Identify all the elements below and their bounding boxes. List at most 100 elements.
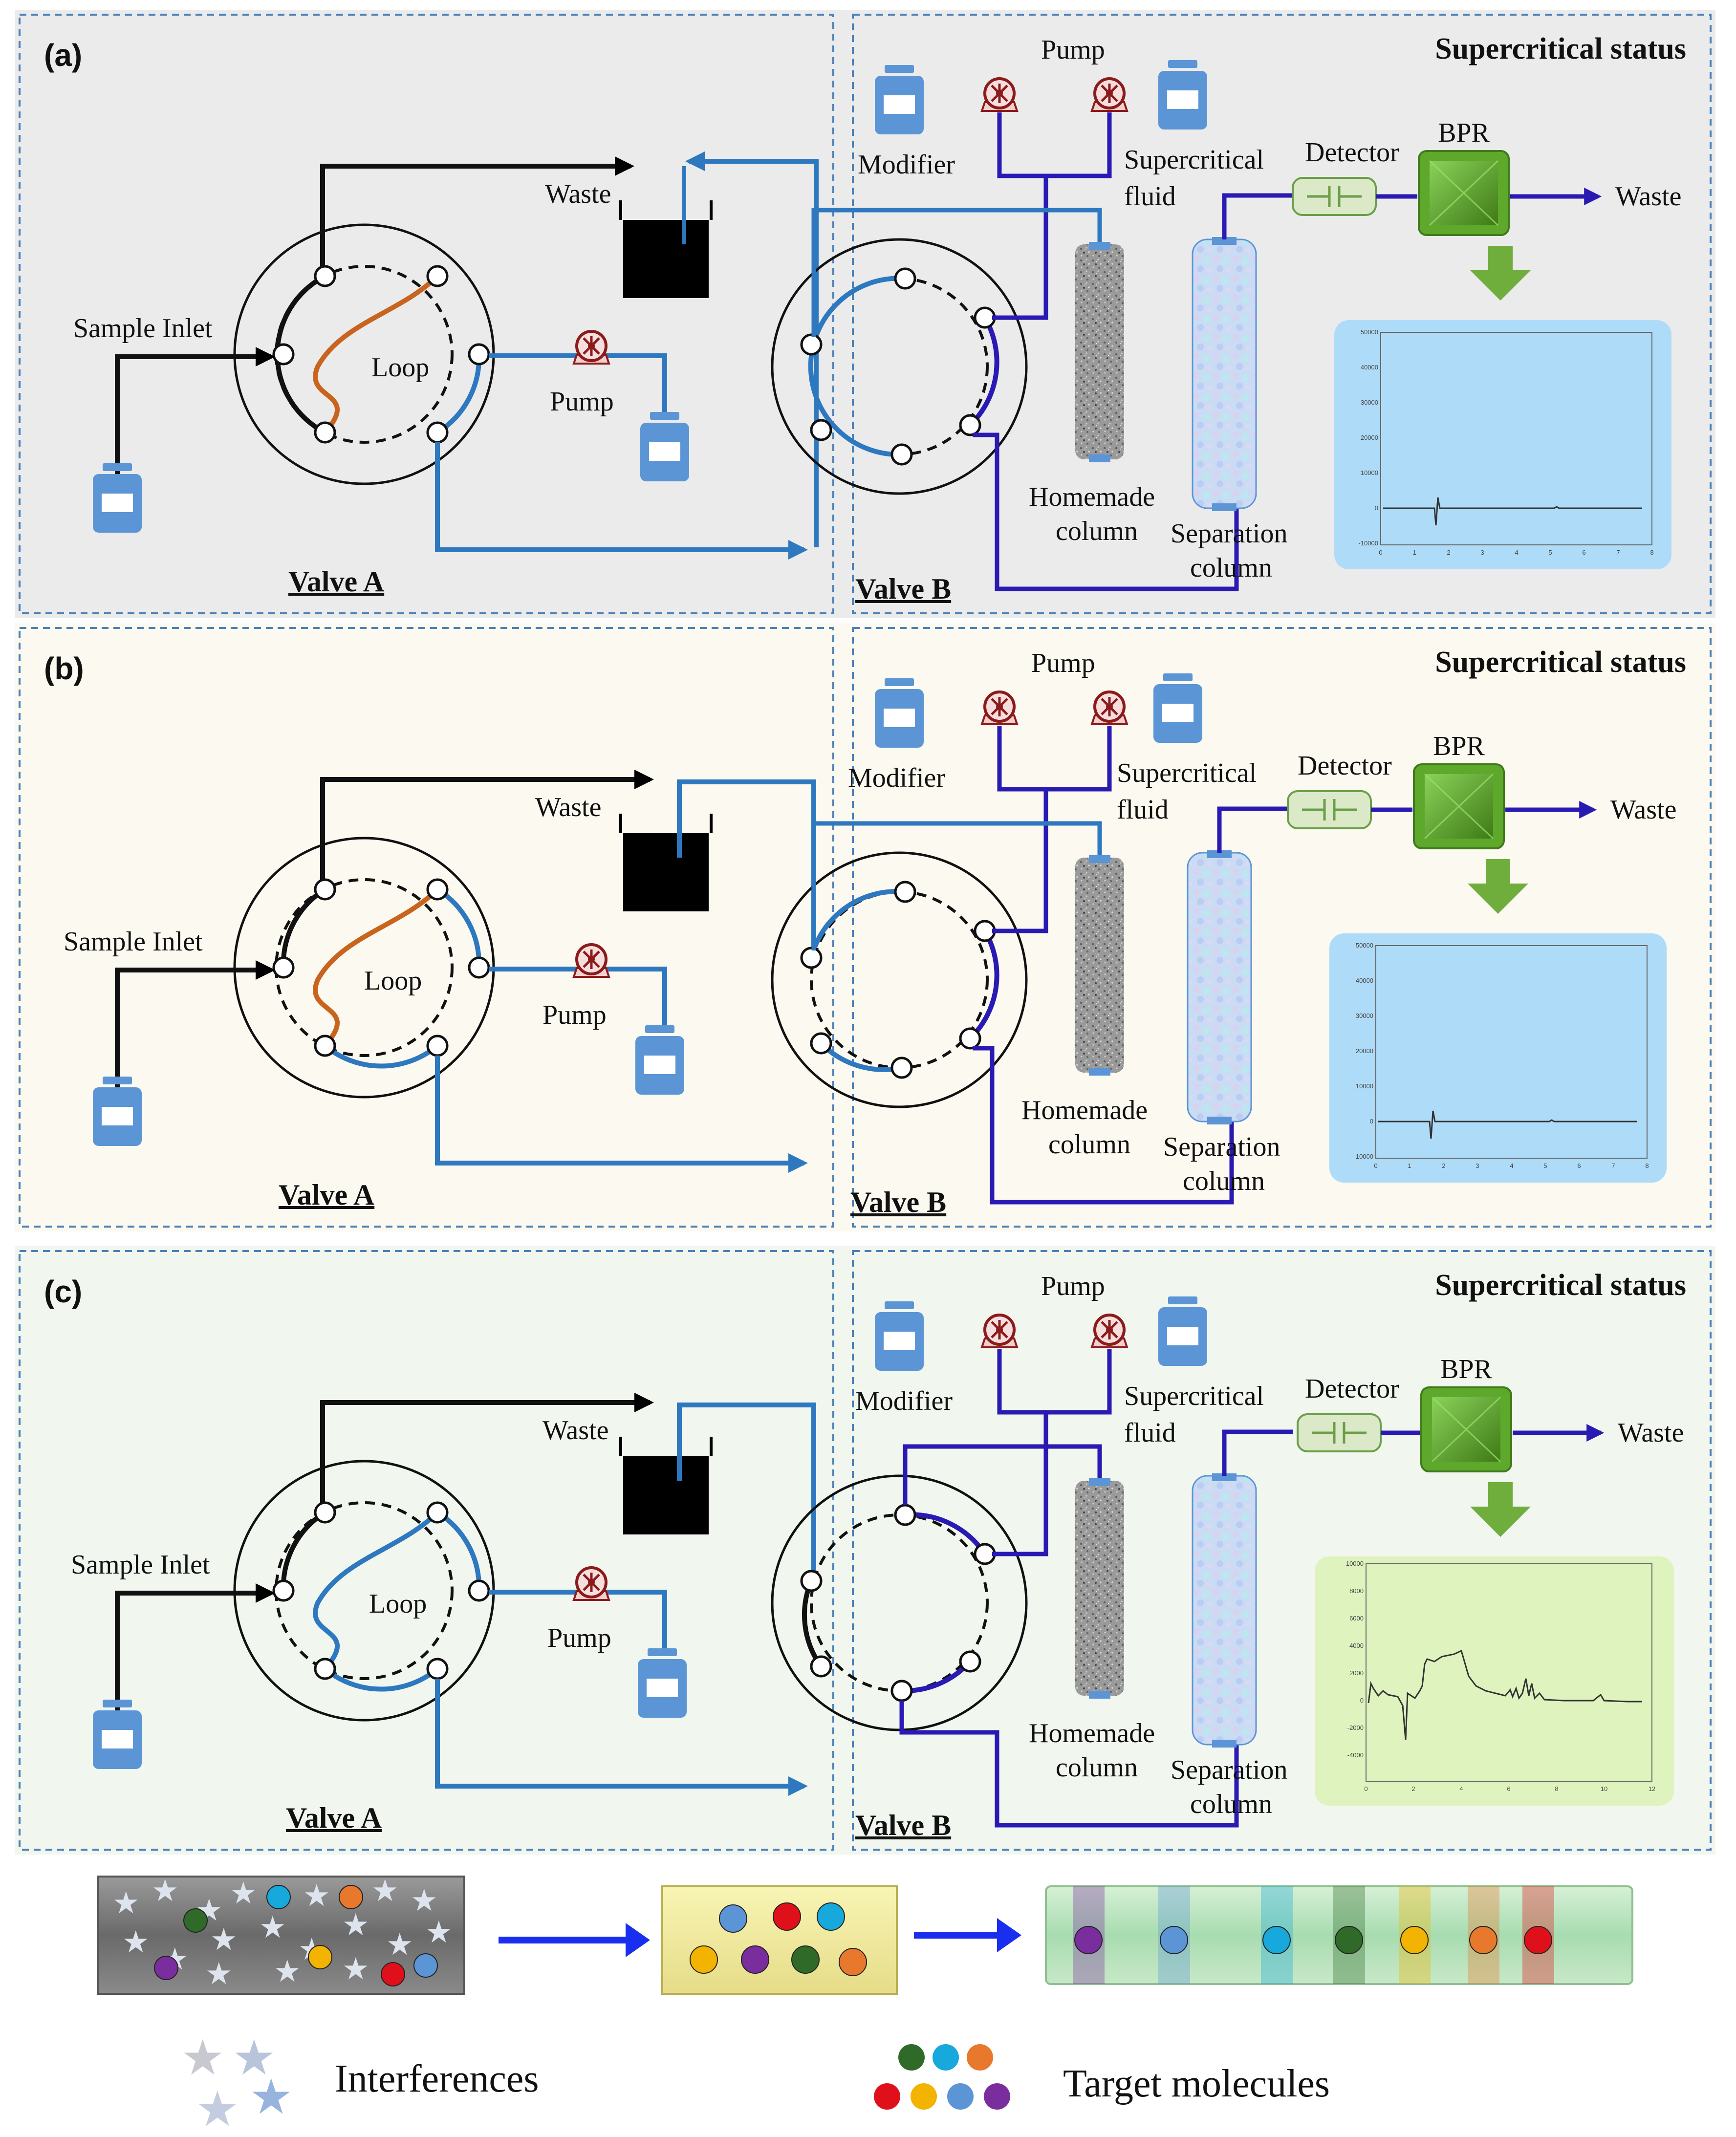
y-tick-label: 0 [1375,504,1378,512]
molecule-blue [413,1953,438,1978]
loop-label: Loop [369,1589,427,1619]
y-tick-label: 20000 [1361,434,1378,441]
sample-inlet-label: Sample Inlet [71,1550,210,1580]
bpr-label: BPR [1433,731,1485,761]
pump-b1-icon [982,79,1017,111]
pump-a-label: Pump [547,1623,611,1653]
pump-a-label: Pump [542,1000,607,1030]
x-tick-label: 0 [1379,549,1382,556]
status-label: Supercritical status [1435,1269,1686,1302]
svg-text:★: ★ [112,1886,140,1920]
pump-b-label: Pump [1031,648,1095,678]
y-tick-label: 50000 [1356,942,1373,949]
sc-fluid-label-1: Supercritical [1117,758,1257,788]
pump-a-icon [574,331,609,364]
legend-molecules-icon [874,2044,1010,2110]
detector-label: Detector [1305,1374,1399,1404]
chromatogram-screen [1334,320,1671,569]
y-tick-label: -10000 [1354,1153,1373,1160]
y-tick-label: -10000 [1359,540,1378,547]
status-label: Supercritical status [1435,646,1686,679]
pump-a-label: Pump [550,387,614,417]
pump-b2-icon [1092,692,1127,724]
modifier-label: Modifier [858,150,955,180]
chromatogram: 50000 40000 30000 20000 10000 0 -10000 0… [1334,320,1671,569]
separation-label-2: column [1190,1789,1272,1819]
homemade-column-icon [1075,1481,1124,1696]
bpr-label: BPR [1440,1354,1492,1384]
svg-text:★: ★ [274,1955,301,1988]
x-tick-label: 7 [1611,1162,1615,1169]
x-tick-label: 1 [1412,549,1416,556]
valve-a-inner-ring [275,265,454,444]
x-tick-label: 4 [1459,1785,1463,1792]
molecule-yellow [690,1945,718,1974]
waste-line [320,156,634,266]
detector-icon [1288,791,1371,828]
sample-inlet-label: Sample Inlet [64,927,203,957]
x-tick-label: 10 [1601,1785,1607,1792]
x-tick-label: 6 [1577,1162,1581,1169]
panel-a: (a) Supercritical status Loop Sample Inl… [15,10,1715,618]
y-tick-label: 10000 [1356,1082,1373,1090]
y-tick-label: 10000 [1346,1560,1364,1567]
waste-b-label: Waste [1615,181,1681,212]
sc-fluid-label-2: fluid [1124,181,1176,212]
loop-label: Loop [364,966,422,996]
waste-b-label: Waste [1610,795,1676,825]
y-tick-label: 8000 [1349,1587,1364,1595]
loop-out-line [435,442,808,560]
status-label: Supercritical status [1435,32,1686,65]
chromatogram-trace [1367,1649,1642,1740]
sample-line [115,347,275,484]
molecule-purple [154,1956,178,1980]
loop-label: Loop [371,352,429,383]
molecule-cyan [266,1885,291,1909]
x-tick-label: 12 [1649,1785,1655,1792]
sc-fluid-label-2: fluid [1124,1418,1176,1448]
x-tick-label: 1 [1408,1162,1411,1169]
separation-label-1: Separation [1171,1755,1287,1785]
column-feed-line [811,208,1102,337]
y-tick-label: 0 [1360,1697,1364,1704]
waste-container-icon [623,220,709,298]
panel-letter: (b) [44,651,84,686]
y-tick-label: -4000 [1347,1751,1364,1759]
separation-label-2: column [1190,553,1272,583]
detector-icon [1293,178,1376,215]
valve-a-ports [272,265,490,444]
modifier-label: Modifier [848,763,945,793]
loop-coil [313,887,439,1048]
enrichment-box [661,1885,898,1995]
y-tick-label: 30000 [1356,1012,1373,1019]
x-tick-label: 2 [1442,1162,1445,1169]
chromatogram: 10000 8000 6000 4000 2000 0 -2000 -4000 … [1315,1556,1674,1806]
molecule-purple [741,1945,769,1974]
x-tick-label: 0 [1374,1162,1377,1169]
molecule-blue [719,1904,747,1933]
waste-label: Waste [535,792,601,822]
bpr-icon [1413,763,1505,849]
valve-a-label: Valve A [279,1179,374,1211]
separation-return-line [973,432,1239,591]
molecule-orange [1469,1926,1497,1954]
x-tick-label: 8 [1645,1162,1649,1169]
chromatogram-trace [1378,1110,1637,1139]
x-tick-label: 4 [1515,549,1518,556]
process-illustration: ★★★★ ★★★★ ★★★★ ★★★★ ★★ [97,1874,1633,1995]
separation-column-icon [1192,1475,1257,1746]
homemade-label-1: Homemade [1021,1095,1148,1125]
loop-coil [313,274,439,434]
loop-coil [313,1511,439,1671]
svg-text:★: ★ [342,1952,369,1986]
x-tick-label: 2 [1411,1785,1415,1792]
x-tick-label: 3 [1480,549,1484,556]
molecule-yellow [308,1945,332,1969]
molecule-orange [839,1948,867,1976]
homemade-label-2: column [1056,516,1138,546]
valve-a-label: Valve A [286,1802,382,1834]
valve-a-return-line [685,151,819,547]
legend-target-molecules: Target molecules [1063,2062,1330,2105]
homemade-label-1: Homemade [1029,482,1155,512]
homemade-column-icon [1075,858,1124,1073]
